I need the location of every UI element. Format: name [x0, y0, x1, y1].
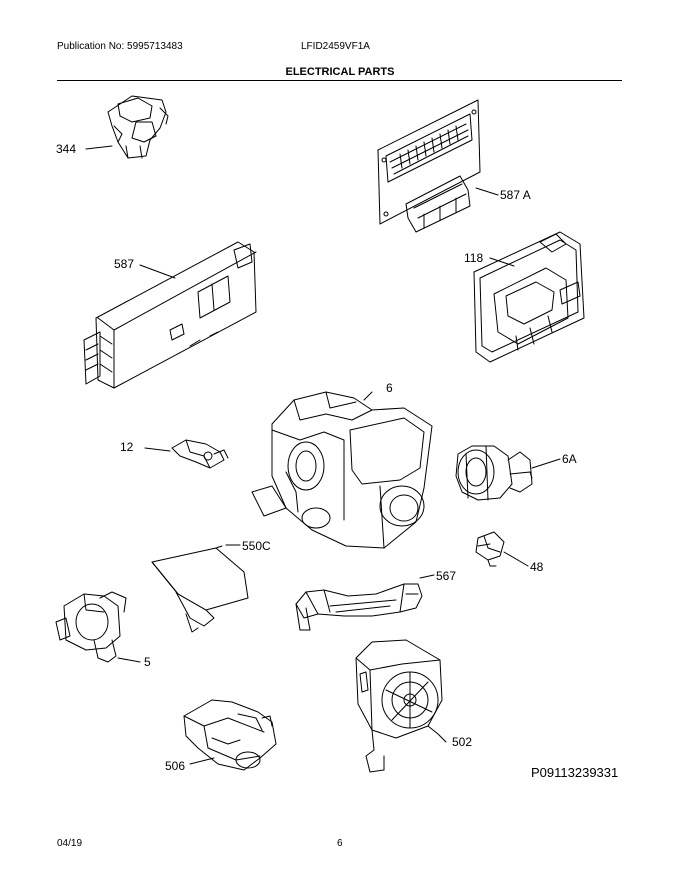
part-118-latch [474, 232, 584, 362]
part-587-control [84, 242, 256, 388]
publication-number: Publication No: 5995713483 [57, 41, 183, 52]
part-5-valve [56, 592, 140, 662]
part-567-bracket [296, 575, 434, 630]
part-587a-board [378, 100, 498, 232]
callout-118: 118 [464, 251, 484, 265]
callout-48: 48 [530, 560, 544, 574]
callout-12: 12 [120, 440, 134, 454]
part-502-blower [356, 640, 446, 772]
header-rule [57, 80, 622, 81]
callout-6a: 6A [562, 452, 577, 466]
callout-344: 344 [56, 142, 77, 156]
part-506-module [184, 700, 276, 770]
callout-6: 6 [386, 381, 393, 395]
callout-567: 567 [436, 569, 457, 583]
part-550c-shield [152, 545, 248, 632]
footer-date: 04/19 [57, 838, 83, 849]
callout-587a: 587 A [500, 188, 531, 202]
part-6-sump [252, 392, 432, 548]
page-number: 6 [337, 838, 343, 849]
part-12-sensor [145, 440, 228, 468]
callout-502: 502 [452, 735, 473, 749]
diagram-id: P09113239331 [531, 765, 619, 780]
callout-550c: 550C [242, 539, 271, 553]
part-48-sensor [476, 532, 528, 566]
part-6a-pump [456, 446, 560, 500]
callout-506: 506 [165, 759, 186, 773]
callout-587: 587 [114, 257, 135, 271]
page-title: ELECTRICAL PARTS [285, 66, 395, 78]
model-number: LFID2459VF1A [301, 41, 370, 52]
callout-5: 5 [144, 655, 151, 669]
part-344-switch [86, 96, 168, 158]
